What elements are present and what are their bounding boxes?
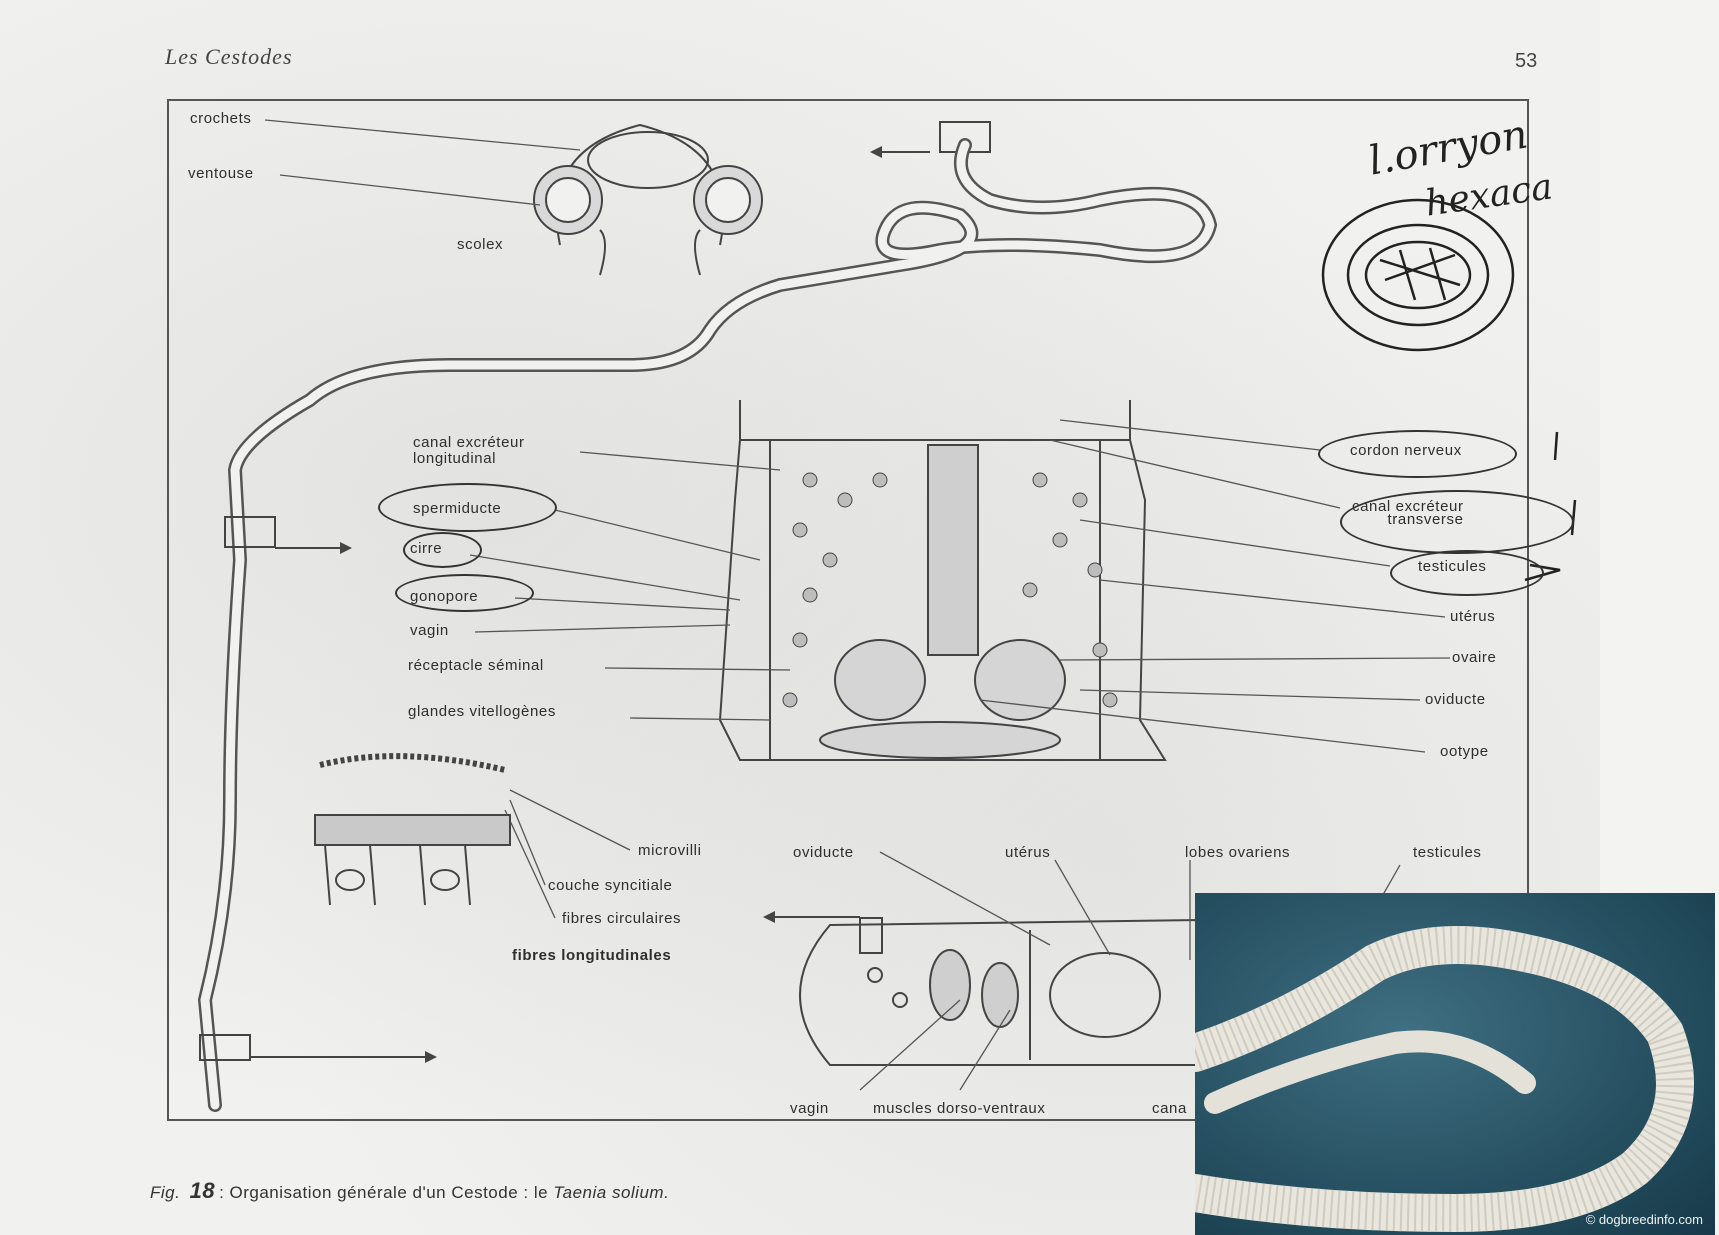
label-scolex: scolex xyxy=(457,236,503,253)
label-canal-longitudinal: canal excréteur longitudinal xyxy=(413,435,525,467)
figure-caption: Fig. 18: Organisation générale d'un Cest… xyxy=(150,1178,669,1204)
label-ventouse: ventouse xyxy=(188,165,254,182)
label-cirre: cirre xyxy=(410,540,442,557)
label-canal-transverse: canal excréteur transverse xyxy=(1352,500,1464,526)
label-vagin: vagin xyxy=(410,622,449,639)
caption-species: Taenia solium. xyxy=(553,1183,669,1202)
label-lobes: lobes ovariens xyxy=(1185,844,1290,861)
label-cana: cana xyxy=(1152,1100,1187,1117)
label-microvilli: microvilli xyxy=(638,842,702,859)
label-vagin-2: vagin xyxy=(790,1100,829,1117)
label-oviducte: oviducte xyxy=(1425,691,1486,708)
caption-fig: Fig. xyxy=(150,1183,180,1202)
label-muscles: muscles dorso-ventraux xyxy=(873,1100,1045,1117)
label-crochets: crochets xyxy=(190,110,252,127)
caption-number: 18 xyxy=(190,1178,215,1203)
label-fibres-long: fibres longitudinales xyxy=(512,947,671,964)
label-uterus-2: utérus xyxy=(1005,844,1050,861)
egg-sketch xyxy=(1323,200,1513,350)
label-spermiducte: spermiducte xyxy=(413,500,501,517)
caption-text: : Organisation générale d'un Cestode : l… xyxy=(219,1183,553,1202)
label-fibres-circ: fibres circulaires xyxy=(562,910,681,927)
label-uterus: utérus xyxy=(1450,608,1495,625)
label-glandes: glandes vitellogènes xyxy=(408,703,556,720)
label-ovaire: ovaire xyxy=(1452,649,1496,666)
tegument-drawing xyxy=(315,756,510,905)
label-ootype: ootype xyxy=(1440,743,1489,760)
photo-credit: © dogbreedinfo.com xyxy=(1586,1212,1703,1227)
label-gonopore: gonopore xyxy=(410,588,478,605)
label-testicules-2: testicules xyxy=(1413,844,1482,861)
tapeworm-photo: © dogbreedinfo.com xyxy=(1195,893,1715,1235)
tapeworm-photo-drawing xyxy=(1195,893,1715,1235)
label-testicules: testicules xyxy=(1418,558,1487,575)
label-couche: couche syncitiale xyxy=(548,877,672,894)
label-cordon: cordon nerveux xyxy=(1350,442,1462,459)
scolex-drawing xyxy=(534,125,762,275)
label-receptacle: réceptacle séminal xyxy=(408,657,544,674)
label-oviducte-2: oviducte xyxy=(793,844,854,861)
